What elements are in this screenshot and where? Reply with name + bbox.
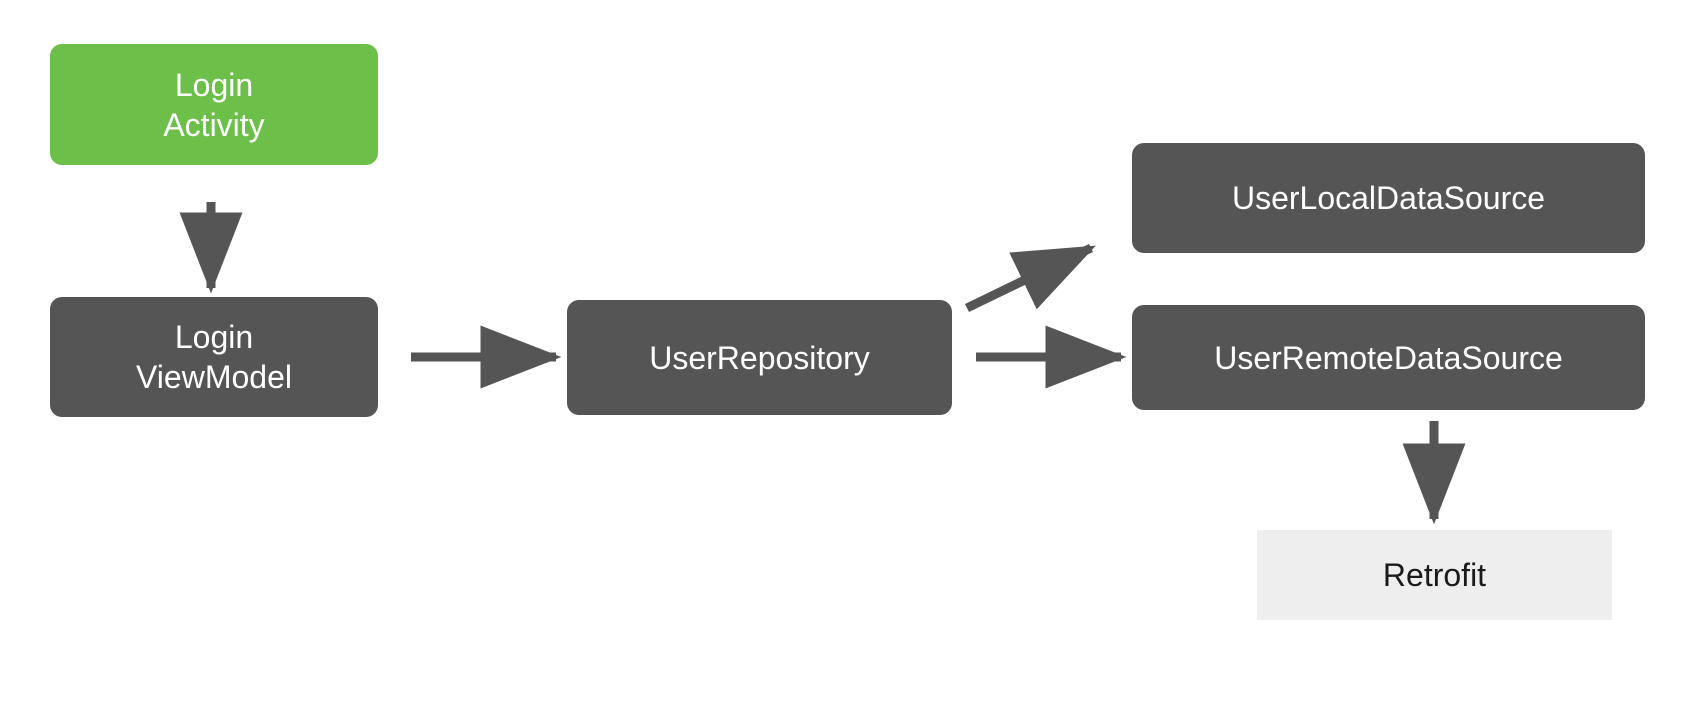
node-login-viewmodel[interactable]: Login ViewModel bbox=[50, 297, 378, 417]
edge-repository-to-local-datasource bbox=[965, 243, 1096, 313]
node-user-repository[interactable]: UserRepository bbox=[567, 300, 952, 415]
node-user-local-datasource[interactable]: UserLocalDataSource bbox=[1132, 143, 1645, 253]
node-login-activity[interactable]: Login Activity bbox=[50, 44, 378, 165]
node-retrofit[interactable]: Retrofit bbox=[1257, 530, 1612, 620]
node-user-remote-datasource[interactable]: UserRemoteDataSource bbox=[1132, 305, 1645, 410]
